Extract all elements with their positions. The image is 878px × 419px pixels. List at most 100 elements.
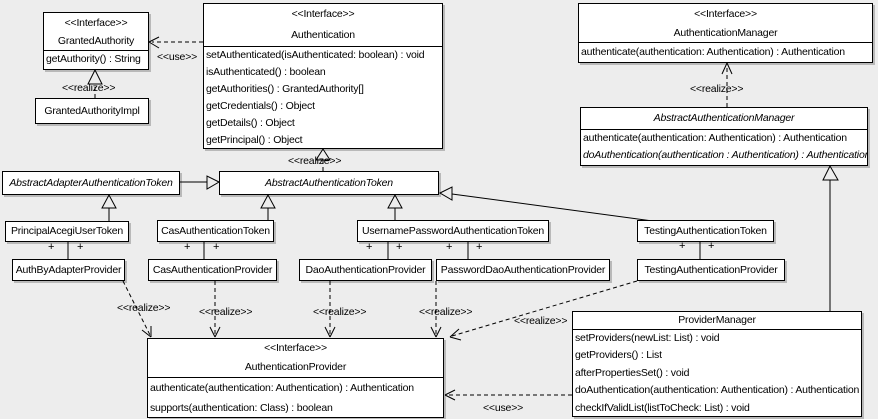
- class-name: AbstractAdapterAuthenticationToken: [9, 177, 173, 189]
- class-name: GrantedAuthorityImpl: [44, 105, 140, 117]
- class-name: CasAuthenticationProvider: [152, 264, 273, 276]
- realize-arrowhead-casprovider: [209, 326, 221, 338]
- association-plus-mark: +: [213, 241, 220, 253]
- method-row: setProviders(newList: List) : void: [575, 332, 720, 344]
- class-box-username-password-authentication-token: UsernamePasswordAuthenticationToken: [357, 220, 549, 242]
- gen-triangle-castoken: [260, 193, 276, 209]
- use-label: <<use>>: [483, 402, 524, 414]
- class-name: AuthenticationManager: [673, 27, 778, 39]
- realize-label: <<realize>>: [313, 306, 367, 318]
- gen-triangle-abstractadapter: [101, 193, 117, 209]
- stereotype-label: <<Interface>>: [264, 342, 327, 354]
- compartment-divider: [204, 46, 442, 47]
- method-row: doAuthentication(authentication : Authen…: [583, 149, 867, 161]
- association-plus-mark: +: [396, 241, 403, 253]
- method-row: checkIfValidList(listToCheck: List) : vo…: [575, 401, 750, 414]
- realize-label: <<realize>>: [690, 83, 744, 95]
- class-box-granted-authority: <<Interface>> GrantedAuthority getAuthor…: [43, 12, 149, 70]
- method-row: getAuthorities() : GrantedAuthority[]: [206, 83, 364, 95]
- stereotype-label: <<Interface>>: [64, 17, 128, 29]
- realize-edge-authbyadapterprovider: [122, 280, 151, 336]
- association-plus-mark: +: [708, 240, 715, 252]
- class-name: ProviderManager: [678, 314, 756, 326]
- realize-label: <<realize>>: [514, 315, 568, 327]
- method-row: authenticate(authentication: Authenticat…: [150, 382, 414, 394]
- stereotype-label: <<Interface>>: [291, 8, 355, 20]
- realize-arrowhead-testingprovider: [449, 328, 462, 341]
- method-row: setAuthenticated(isAuthenticated: boolea…: [206, 49, 425, 61]
- method-row: isAuthenticated() : boolean: [206, 66, 326, 78]
- class-name: DaoAuthenticationProvider: [305, 264, 426, 276]
- association-plus-mark: +: [476, 241, 483, 253]
- method-row: afterPropertiesSet() : void: [575, 366, 690, 379]
- association-plus-mark: +: [77, 241, 84, 253]
- method-row: getCredentials() : Object: [206, 100, 315, 112]
- association-plus-mark: +: [679, 240, 686, 252]
- class-box-granted-authority-impl: GrantedAuthorityImpl: [35, 98, 149, 124]
- class-box-authentication: <<Interface>> Authentication setAuthenti…: [203, 3, 443, 149]
- realize-arrowhead-daoprovider: [324, 326, 336, 338]
- class-box-dao-authentication-provider: DaoAuthenticationProvider: [299, 259, 432, 281]
- gen-triangle-abstractauthtoken-left: [206, 175, 221, 190]
- method-row: supports(authentication: Class) : boolea…: [150, 402, 333, 414]
- realize-arrowhead-passworddaoprovider: [430, 326, 442, 338]
- class-box-testing-authentication-token: TestingAuthenticationToken: [637, 220, 774, 242]
- realize-label: <<realize>>: [199, 306, 253, 318]
- class-box-abstract-authentication-manager: AbstractAuthenticationManager authentica…: [580, 107, 868, 166]
- realize-triangle-grantedauthority: [87, 68, 103, 85]
- class-box-authentication-provider: <<Interface>> AuthenticationProvider aut…: [147, 338, 444, 418]
- realize-label: <<realize>>: [62, 82, 116, 94]
- association-plus-mark: +: [446, 241, 453, 253]
- association-plus-mark: +: [184, 241, 191, 253]
- class-name: AbstractAuthenticationManager: [653, 112, 795, 124]
- method-row: getProviders() : List: [575, 349, 662, 362]
- class-box-testing-authentication-provider: TestingAuthenticationProvider: [637, 259, 785, 281]
- gen-triangle-providermanager: [822, 164, 839, 181]
- gen-triangle-usernamepasswordtoken: [387, 193, 403, 209]
- class-box-abstract-adapter-authentication-token: AbstractAdapterAuthenticationToken: [2, 171, 180, 195]
- realize-label: <<realize>>: [288, 155, 342, 167]
- association-plus-mark: +: [366, 241, 373, 253]
- compartment-divider: [581, 129, 867, 130]
- class-box-cas-authentication-token: CasAuthenticationToken: [157, 220, 274, 242]
- class-name: CasAuthenticationToken: [161, 225, 270, 237]
- compartment-divider: [573, 329, 861, 330]
- use-label: <<use>>: [157, 51, 198, 63]
- method-row: getPrincipal() : Object: [206, 134, 303, 146]
- use-arrowhead-grantedauthority: [148, 36, 160, 49]
- method-row: getDetails() : Object: [206, 117, 295, 129]
- class-name: Authentication: [291, 29, 355, 41]
- class-name: GrantedAuthority: [57, 35, 135, 47]
- compartment-divider: [579, 42, 872, 43]
- class-name: PasswordDaoAuthenticationProvider: [440, 264, 606, 276]
- class-name: AuthenticationProvider: [244, 361, 347, 373]
- association-plus-mark: +: [48, 241, 55, 253]
- class-name: UsernamePasswordAuthenticationToken: [361, 225, 545, 237]
- stereotype-label: <<Interface>>: [694, 8, 757, 20]
- class-box-password-dao-authentication-provider: PasswordDaoAuthenticationProvider: [436, 259, 610, 281]
- realize-label: <<realize>>: [117, 302, 171, 314]
- method-row: authenticate(authentication: Authenticat…: [583, 132, 847, 144]
- class-box-authentication-manager: <<Interface>> AuthenticationManager auth…: [578, 3, 873, 63]
- method-row: getAuthority() : String: [46, 53, 141, 65]
- method-row: doAuthentication(authentication: Authent…: [575, 384, 860, 397]
- realize-triangle-authentication: [315, 148, 331, 161]
- class-box-cas-authentication-provider: CasAuthenticationProvider: [148, 259, 277, 281]
- class-box-provider-manager: ProviderManager setProviders(newList: Li…: [572, 311, 862, 417]
- class-name: AuthByAdapterProvider: [15, 264, 122, 276]
- class-name: TestingAuthenticationToken: [644, 225, 767, 237]
- realize-arrowhead-authenticationmanager: [721, 62, 733, 75]
- gen-triangle-testingtoken: [438, 186, 453, 201]
- class-name: AbstractAuthenticationToken: [265, 177, 393, 189]
- compartment-divider: [44, 50, 148, 51]
- class-box-auth-by-adapter-provider: AuthByAdapterProvider: [12, 259, 125, 281]
- compartment-divider: [148, 377, 443, 378]
- class-box-principal-acegi-user-token: PrincipalAcegiUserToken: [5, 221, 129, 242]
- gen-edge-testingtoken: [451, 193, 661, 223]
- realize-arrowhead-authbyadapter: [141, 326, 152, 338]
- method-row: authenticate(authentication: Authenticat…: [581, 46, 845, 58]
- class-name: TestingAuthenticationProvider: [644, 264, 778, 276]
- use-arrowhead-authenticationprovider: [444, 389, 456, 401]
